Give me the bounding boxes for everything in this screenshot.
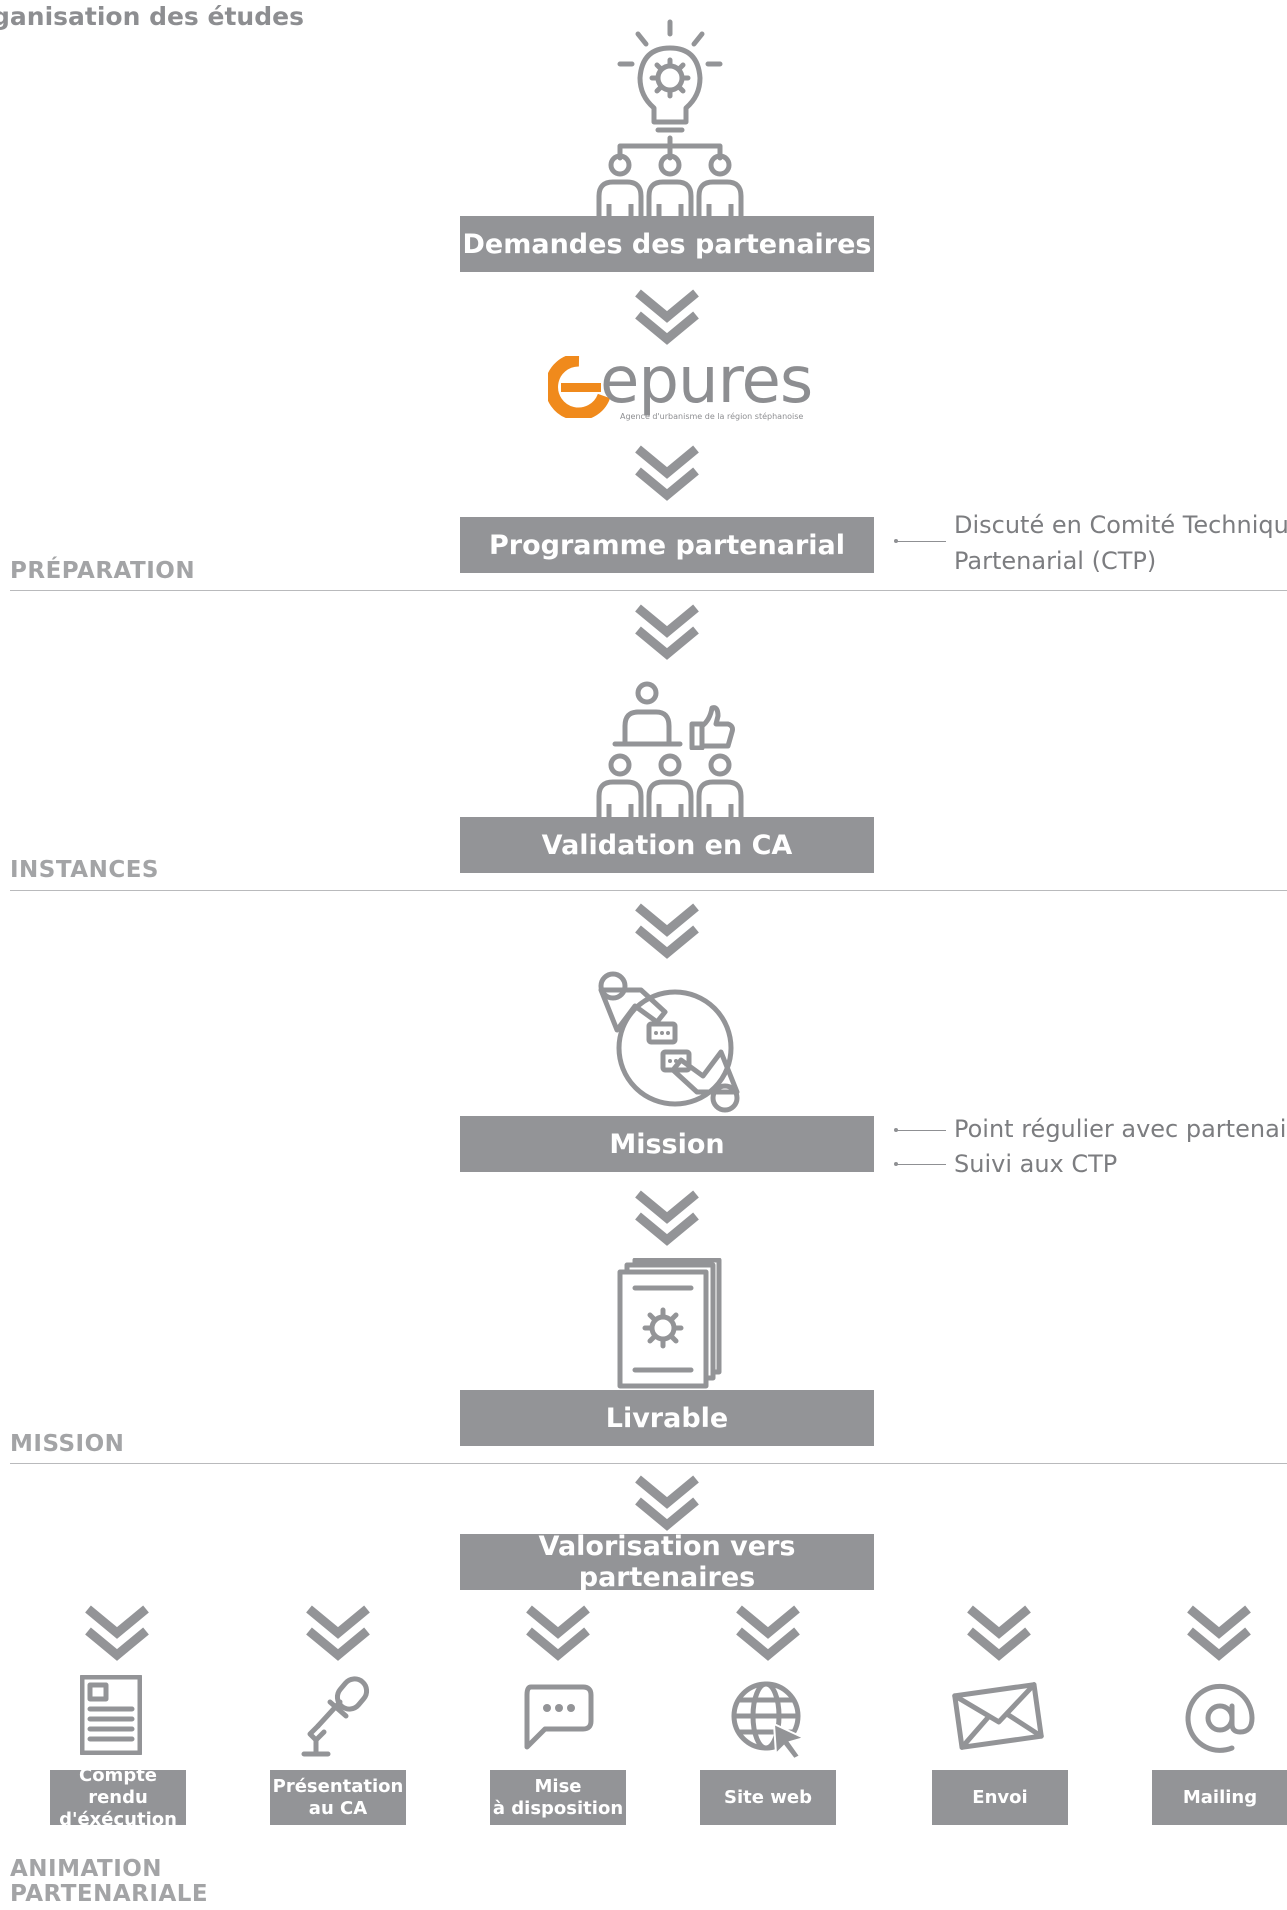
ctp-note: Discuté en Comité Technique Partenarial …	[954, 511, 1287, 575]
at-sign-icon	[1185, 1683, 1255, 1753]
separator	[10, 590, 1287, 591]
exchange-globe-icon	[598, 971, 740, 1113]
section-instances: INSTANCES	[10, 857, 159, 883]
report-document-icon	[80, 1675, 142, 1755]
connector-line	[894, 1128, 946, 1132]
chevron-down-icon	[523, 1603, 593, 1663]
requests-label: Demandes des partenaires	[462, 228, 872, 260]
document-gear-icon	[617, 1258, 722, 1389]
connector-line	[894, 1162, 946, 1166]
chevron-down-icon	[632, 602, 702, 662]
chevron-down-icon	[733, 1603, 803, 1663]
microphone-icon	[301, 1676, 370, 1757]
mission-note-2: Suivi aux CTP	[954, 1150, 1118, 1178]
chevron-down-icon	[303, 1603, 373, 1663]
connector-line	[894, 539, 946, 543]
envelope-icon	[952, 1682, 1044, 1750]
valorisation-label: Valorisation vers partenaires	[538, 1531, 796, 1593]
program-label: Programme partenarial	[488, 529, 846, 561]
page-title: ganisation des études	[0, 2, 304, 31]
section-preparation: PRÉPARATION	[10, 558, 196, 584]
chat-bubble-icon	[524, 1684, 594, 1750]
globe-cursor-icon	[731, 1681, 807, 1760]
mission-note-1: Point régulier avec partenaires	[954, 1115, 1287, 1143]
chevron-down-icon	[82, 1603, 152, 1663]
output-send-box: Envoi	[932, 1770, 1068, 1825]
team-people-icon	[590, 150, 750, 220]
chevron-down-icon	[632, 1473, 702, 1533]
section-mission: MISSION	[10, 1431, 125, 1457]
mission-label: Mission	[609, 1128, 725, 1160]
epures-logo: epures Agence d'urbanisme de la région s…	[548, 344, 813, 430]
validation-box: Validation en CA	[460, 817, 874, 873]
chevron-down-icon	[632, 901, 702, 961]
presenter-thumbs-up-icon	[612, 681, 735, 750]
chevron-down-icon	[632, 287, 702, 347]
mission-box: Mission	[460, 1116, 874, 1172]
output-website-box: Site web	[700, 1770, 836, 1825]
deliverable-label: Livrable	[605, 1402, 729, 1434]
chevron-down-icon	[1184, 1603, 1254, 1663]
separator	[10, 1463, 1287, 1464]
output-mailing-box: Mailing	[1152, 1770, 1287, 1825]
deliverable-box: Livrable	[460, 1390, 874, 1446]
lightbulb-team-icon	[617, 19, 723, 161]
audience-people-icon	[590, 750, 750, 820]
section-animation: ANIMATION PARTENARIALE	[10, 1856, 209, 1907]
chevron-down-icon	[632, 1188, 702, 1248]
separator	[10, 890, 1287, 891]
chevron-down-icon	[964, 1603, 1034, 1663]
requests-box: Demandes des partenaires	[460, 216, 874, 272]
validation-label: Validation en CA	[541, 829, 793, 861]
valorisation-box: Valorisation vers partenaires	[460, 1531, 874, 1593]
chevron-down-icon	[632, 443, 702, 503]
program-box: Programme partenarial	[460, 517, 874, 573]
